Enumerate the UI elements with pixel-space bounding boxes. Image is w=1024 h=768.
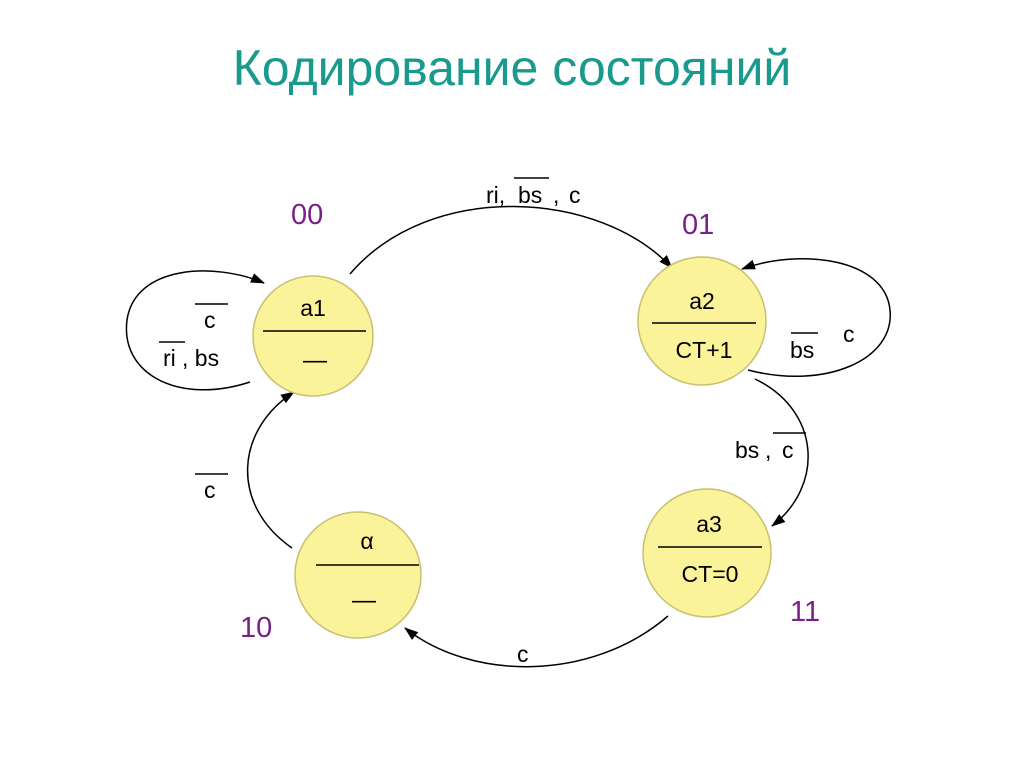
label-a2-loop-bs: bs [790, 337, 814, 363]
state-circle [294, 511, 422, 639]
arc-alpha-to-a1 [246, 391, 295, 549]
arc-a1-to-a2 [349, 205, 673, 275]
label-a1-a2-ri: ri, [486, 182, 505, 208]
state-a1: a1 — [252, 275, 374, 397]
label-a2-a3-bs: bs [735, 437, 759, 463]
state-circle [642, 488, 772, 618]
state-a2: a2 CT+1 [637, 256, 767, 386]
state-a3: a3 CT=0 [642, 488, 772, 618]
state-alpha: α — [294, 511, 422, 639]
state-codes: 00 01 11 10 [240, 199, 820, 644]
state-output: CT+1 [676, 337, 733, 363]
transition-labels: ri, bs , c c ri , bs bs c bs , c c c [159, 177, 855, 667]
label-a1-a2-comma: , [553, 182, 559, 208]
state-output: — [303, 347, 327, 374]
state-name: a2 [689, 288, 715, 314]
label-a1-loop-ri: ri [163, 345, 176, 371]
label-a3-alpha-c: c [517, 641, 529, 667]
arc-a1-self-loop [125, 270, 265, 391]
state-output: — [352, 587, 376, 614]
label-a2-a3-c: c [782, 437, 794, 463]
label-a2-a3-comma: , [765, 437, 771, 463]
label-a1-loop-c: c [204, 307, 216, 333]
state-code-a2: 01 [682, 209, 714, 241]
state-circle [637, 256, 767, 386]
page-title: Кодирование состояний [232, 40, 792, 96]
state-name: a1 [300, 295, 326, 321]
state-circle [252, 275, 374, 397]
state-code-a3: 11 [790, 596, 820, 628]
arc-a2-to-a3 [754, 378, 809, 527]
label-a1-a2-bs: bs [518, 182, 542, 208]
arc-a3-to-alpha [404, 615, 669, 668]
state-code-alpha: 10 [240, 612, 272, 644]
label-a2-loop-c: c [843, 321, 855, 347]
label-a1-loop-rest: , bs [182, 345, 219, 371]
state-name: α [360, 528, 373, 554]
arc-a2-self-loop [741, 257, 891, 377]
label-alpha-a1-c: c [204, 477, 216, 503]
state-name: a3 [696, 511, 722, 537]
transition-arcs [125, 205, 891, 668]
label-a1-a2-c: c [569, 182, 581, 208]
state-code-a1: 00 [291, 199, 323, 231]
state-output: CT=0 [682, 561, 739, 587]
